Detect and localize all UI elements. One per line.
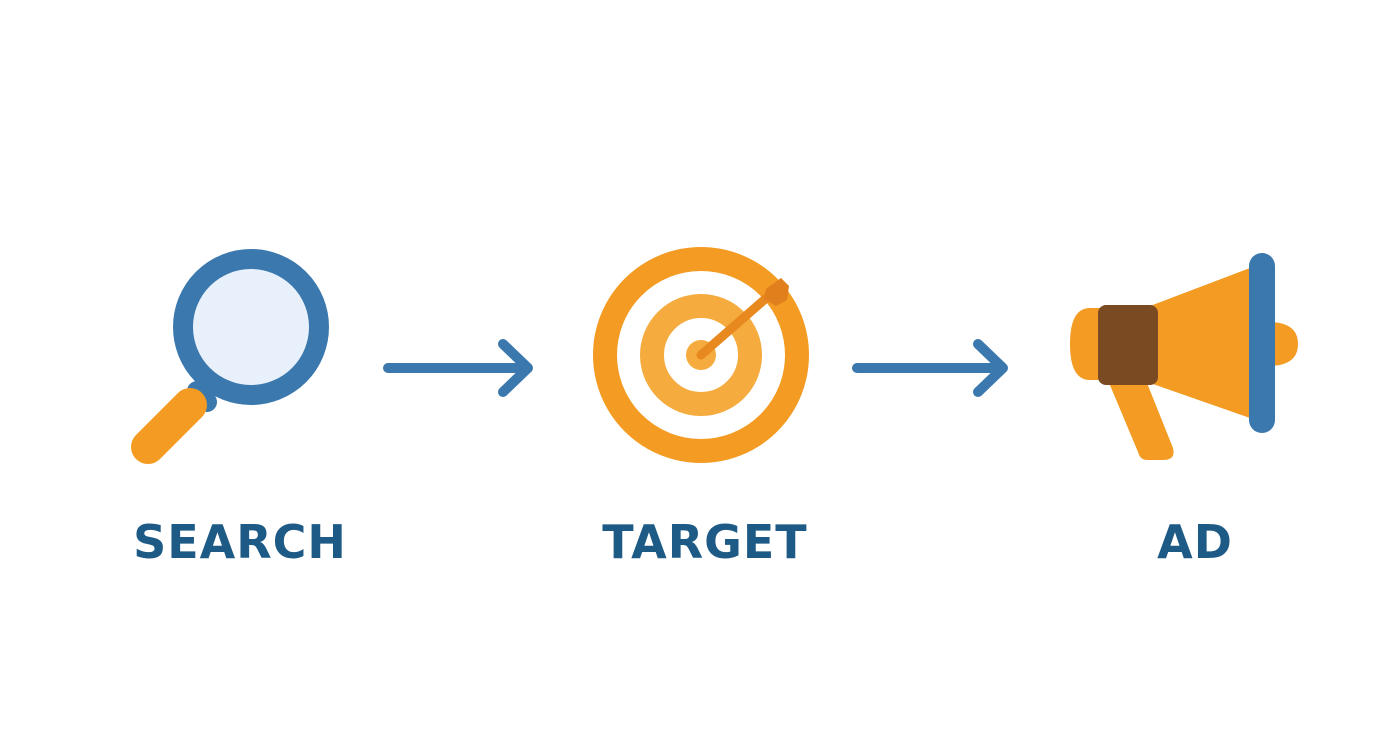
magnifier-handle [131,388,207,464]
megaphone-icon [1070,253,1298,460]
dart-shaft [696,288,777,360]
step-label-target: TARGET [602,515,808,569]
arrow-right-icon [383,339,533,397]
megaphone-handle [1107,378,1174,460]
target-middle-ring [640,294,762,416]
magnifier-lens [173,249,329,405]
target-outer-ring [593,247,809,463]
megaphone-band [1098,305,1158,385]
step-label-search: SEARCH [133,515,347,569]
dart-fletching [764,278,789,306]
arrow-right-icon [852,339,1008,397]
megaphone-bell [1150,268,1250,418]
megaphone-rim [1249,253,1275,433]
megaphone-front-lip [1268,322,1298,366]
target-with-dart-icon [593,247,809,463]
step-label-ad: AD [1157,515,1233,569]
magnifying-glass-icon [131,249,329,464]
